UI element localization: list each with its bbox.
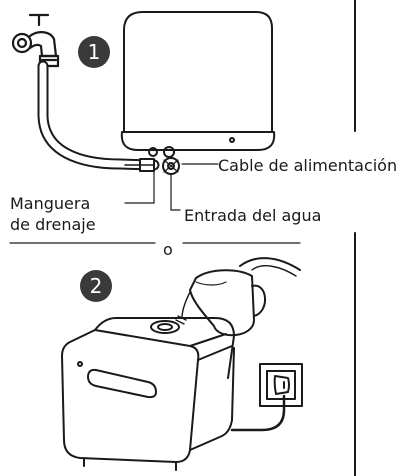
hose bbox=[37, 60, 160, 172]
drain-hose-label-line2: de drenaje bbox=[10, 215, 96, 234]
power-outlet-icon bbox=[259, 363, 303, 407]
or-separator: o bbox=[163, 240, 173, 259]
step-2-number: 2 bbox=[89, 274, 103, 298]
faucet-icon bbox=[11, 13, 60, 68]
appliance-front-view bbox=[61, 317, 235, 471]
drain-hose-label-line1: Manguera bbox=[10, 194, 91, 213]
appliance-rear-view bbox=[120, 11, 276, 175]
water-inlet-label: Entrada del agua bbox=[184, 206, 322, 225]
step-1-number: 1 bbox=[87, 40, 101, 64]
step-2-badge: 2 bbox=[80, 270, 112, 302]
power-cable-label: Cable de alimentación bbox=[218, 156, 398, 175]
power-cable bbox=[230, 394, 286, 432]
water-pitcher-icon bbox=[175, 257, 301, 337]
step-1-badge: 1 bbox=[78, 36, 110, 68]
